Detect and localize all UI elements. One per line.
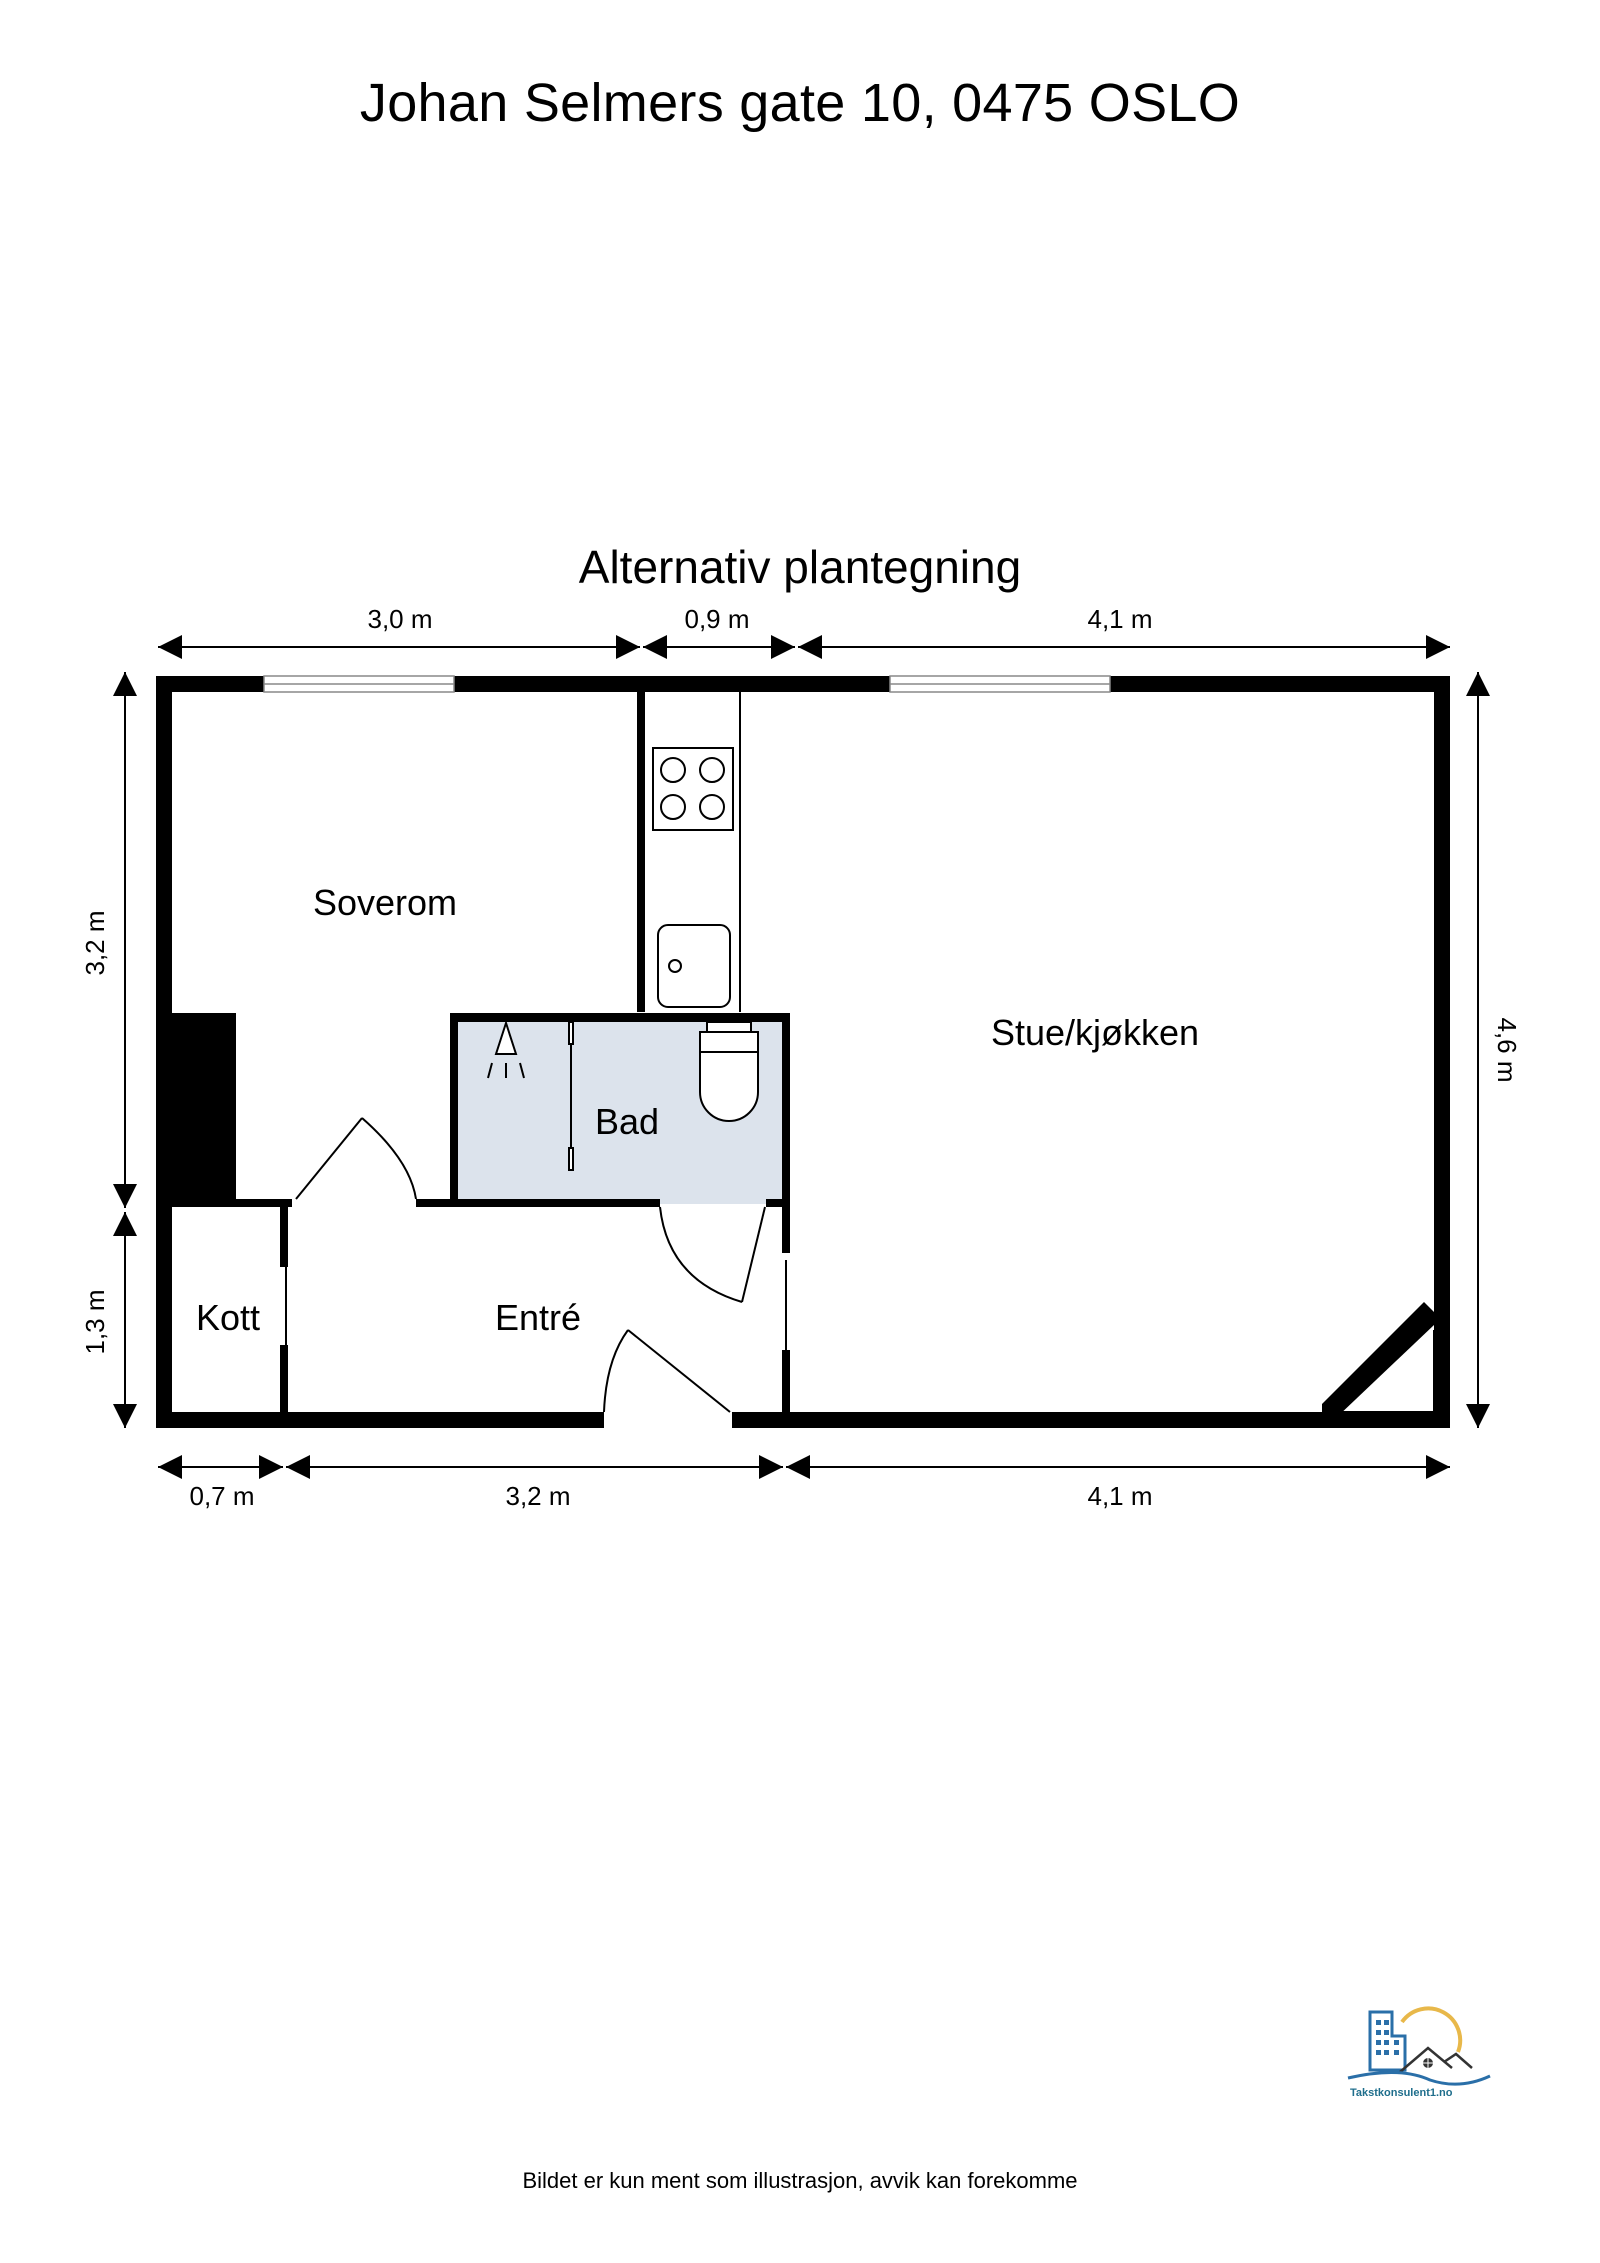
company-logo: Takstkonsulent1.no [1347,2006,1491,2099]
address-title: Johan Selmers gate 10, 0475 OSLO [359,73,1241,133]
sun-icon [1400,2006,1463,2053]
dimension-bottom: 0,7 m 3,2 m 4,1 m [158,1455,1450,1511]
door-soverom [295,1117,417,1200]
outer-walls [156,676,1450,1428]
window-stue [889,675,1111,693]
roof-icon [1399,2046,1473,2073]
toilet-icon [699,1021,759,1122]
door-bad [659,1206,766,1303]
wave-icon [1347,2071,1491,2086]
plan-title: Alternativ plantegning [578,541,1022,593]
dimension-right: 4,6 m [1466,672,1522,1428]
room-label-soverom: Soverom [313,882,457,923]
door-front [603,1329,731,1413]
room-label-entre: Entré [495,1297,581,1338]
thin-lines [285,692,1435,1413]
dim-top-3: 4,1 m [1087,604,1152,634]
interior-walls [172,692,1434,1418]
disclaimer: Bildet er kun ment som illustrasjon, avv… [522,2168,1078,2193]
window-soverom [263,675,455,693]
room-label-bad: Bad [595,1101,659,1142]
dimension-left: 3,2 m 1,3 m [80,672,137,1428]
shower-screen [568,1021,574,1171]
logo-text: Takstkonsulent1.no [1350,2087,1453,2099]
dimension-top: 3,0 m 0,9 m 4,1 m [158,604,1450,659]
dim-bottom-2: 3,2 m [505,1481,570,1511]
floor-plan: 3,0 m 0,9 m 4,1 m 0,7 m 3,2 m 4,1 m 3,2 … [80,604,1522,1511]
dim-left-1: 3,2 m [80,910,110,975]
sink-icon [657,924,731,1008]
window-cross-icon [1423,2058,1433,2068]
dim-left-2: 1,3 m [80,1289,110,1354]
dim-right-1: 4,6 m [1492,1017,1522,1082]
stove-icon [652,747,734,831]
dim-top-2: 0,9 m [684,604,749,634]
dim-bottom-1: 0,7 m [189,1481,254,1511]
dim-top-1: 3,0 m [367,604,432,634]
room-label-kott: Kott [196,1297,260,1338]
dim-bottom-3: 4,1 m [1087,1481,1152,1511]
room-label-stue-kjokken: Stue/kjøkken [991,1012,1199,1053]
shower-icon [487,1019,525,1079]
building-icon [1368,2010,1407,2072]
